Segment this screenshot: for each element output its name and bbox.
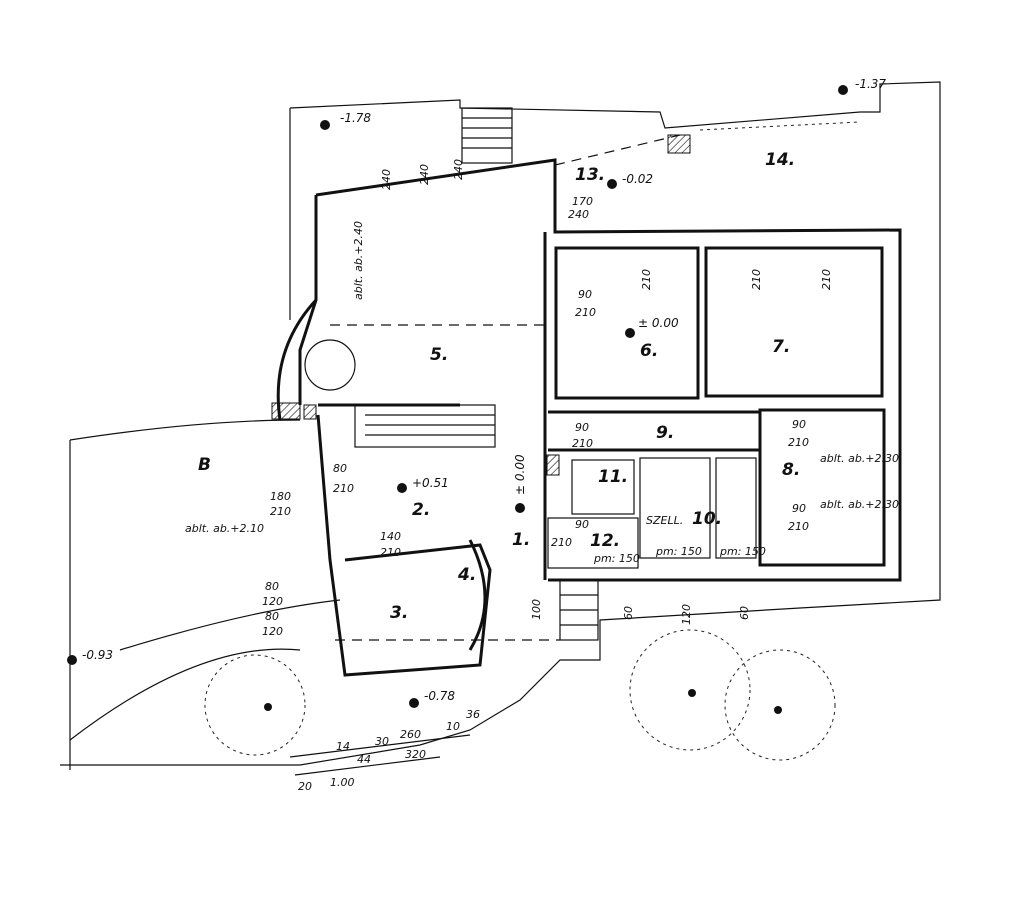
dimension-label: pm: 150 [719,545,766,558]
room-number: 1. [512,530,530,550]
room-number: 7. [772,337,790,357]
dimension-label: 120 [680,604,693,625]
dimension-label: 90 [578,288,592,301]
elevation-label: -1.37 [855,77,886,91]
room-number: 13. [575,165,605,185]
dimension-label: 210 [380,546,401,559]
dimension-label: 170 [572,195,593,208]
trees [204,121,861,761]
dimension-label: ablt. ab.+2.30 [820,498,899,511]
room-number: 14. [765,150,795,170]
dimension-label: 210 [270,505,291,518]
dimension-label: 240 [568,208,589,221]
room-number: 11. [598,467,628,487]
annotations: SZELL. pm: 150 pm: 150 pm: 150 ablt. ab.… [185,221,899,565]
elevation-label: -0.93 [82,648,113,662]
elevation-label: ± 0.00 [513,454,527,495]
room-number: 12. [590,531,620,551]
elevation-label: -0.02 [622,172,653,186]
dimension-label: SZELL. [646,514,683,527]
room-numbers: 1. 2. 3. 4. 5. 6. 7. 8. 9. 10. 11. 12. 1… [390,150,800,623]
dimension-label: 90 [575,518,589,531]
dimension-label: 80 [265,580,279,593]
dimension-label: 60 [622,606,635,620]
elevation-label: ± 0.00 [638,316,679,330]
dimension-label: 210 [640,269,653,290]
dimension-label: 100 [530,599,543,620]
dimension-label: 44 [357,753,371,766]
elevation-label: +0.51 [412,476,449,490]
dimension-label: 320 [405,748,426,761]
dimension-label: 210 [750,269,763,290]
dimension-label: 240 [380,169,393,190]
dimension-label: ablt. ab.+2.10 [185,522,264,535]
elevation-label: -0.78 [424,689,455,703]
room-number: 6. [640,341,658,361]
dimension-label: 80 [333,462,347,475]
dimension-label: pm: 150 [593,552,640,565]
walls [271,134,902,677]
dimension-label: 240 [452,159,465,180]
dimension-label: 140 [380,530,401,543]
dimension-label: 210 [333,482,354,495]
dimension-label: 10 [446,720,460,733]
stairs [354,107,599,641]
dimension-label: 240 [418,164,431,185]
dimension-label: 210 [551,536,572,549]
dimension-label: 60 [738,606,751,620]
dimension-label: 90 [792,418,806,431]
dimension-label: 260 [400,728,421,741]
dimension-label: 120 [262,625,283,638]
dimension-label: 90 [792,502,806,515]
room-number: 9. [656,423,674,443]
dimension-label: 210 [788,520,809,533]
dimension-label: pm: 150 [655,545,702,558]
room-number: 4. [457,565,476,585]
room-number: 3. [390,603,408,623]
dimension-label: 210 [572,437,593,450]
dimension-label: 90 [575,421,589,434]
dimension-label: 210 [820,269,833,290]
dimension-label: 120 [262,595,283,608]
dimension-label: ablt. ab.+2.40 [352,221,365,300]
dimension-label: ablt. ab.+2.30 [820,452,899,465]
site-outline [60,81,941,770]
room-number: 2. [412,500,430,520]
room-number: 5. [430,345,448,365]
dimension-label: 180 [270,490,291,503]
dimension-label: 210 [575,306,596,319]
dimension-label: 30 [375,735,389,748]
dimension-label: 210 [788,436,809,449]
room-number: 8. [782,460,800,480]
dimension-label: B [198,455,211,475]
elevation-label: -1.78 [340,111,371,125]
dimension-label: 36 [466,708,480,721]
dimension-label: 20 [298,780,312,793]
room-number: 10. [692,509,722,529]
dimension-label: 80 [265,610,279,623]
dimension-label: 14 [336,740,350,753]
elevation-markers: -1.78 -0.02 ± 0.00 +0.51 -0.78 -0.93 -1.… [67,77,886,708]
dimension-chain: 14 30 260 10 36 44 320 20 1.00 [289,708,480,793]
dimension-label: 1.00 [330,776,355,789]
